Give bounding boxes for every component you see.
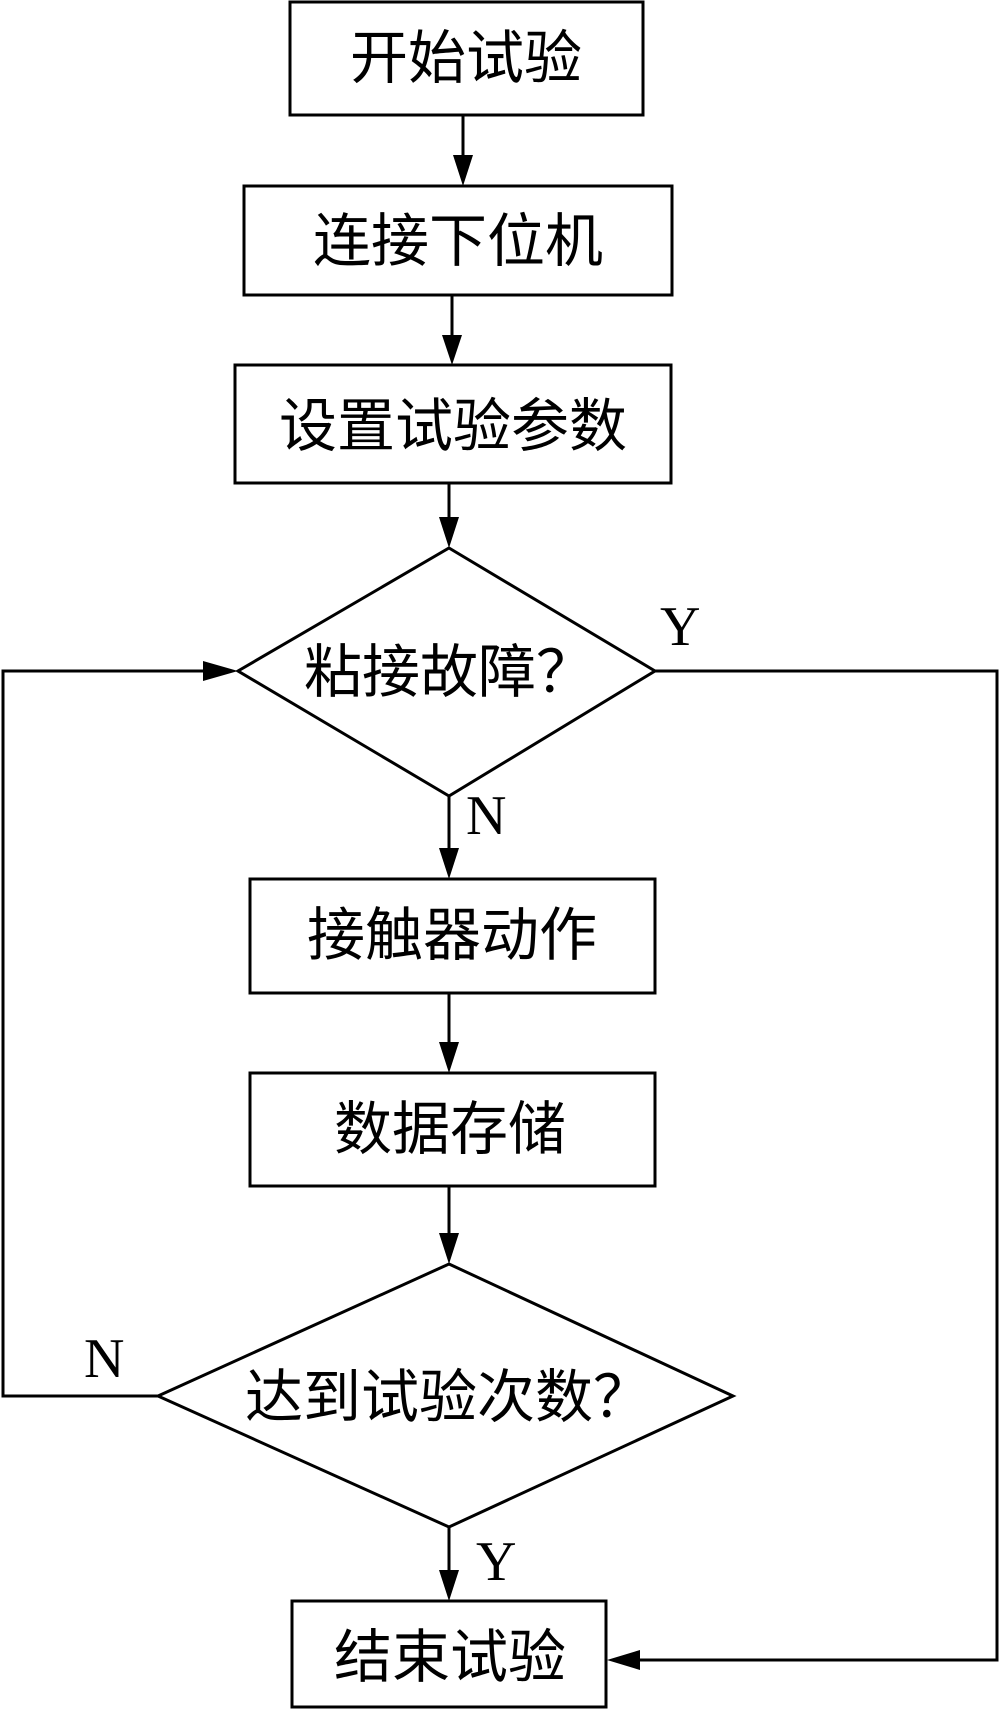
arrowhead-icon — [442, 335, 462, 365]
edge-action-store — [439, 993, 459, 1073]
arrowhead-icon — [453, 155, 473, 186]
node-store-label: 数据存储 — [334, 1095, 566, 1163]
edge-count-fault-label: N — [84, 1328, 124, 1390]
node-action-box — [248, 877, 657, 995]
edge-store-count — [439, 1186, 459, 1264]
arrowhead-icon — [439, 1570, 459, 1601]
edge-params-fault — [439, 483, 459, 548]
node-end-label: 结束试验 — [334, 1623, 566, 1691]
node-start-box — [288, 0, 645, 117]
node-end-box — [290, 1599, 608, 1709]
arrowhead-icon — [439, 1233, 459, 1264]
node-params-box — [233, 363, 673, 485]
node-fault-label: 粘接故障？ — [304, 638, 594, 706]
node-params-label: 设置试验参数 — [279, 392, 627, 460]
arrowhead-icon — [203, 661, 238, 681]
node-count-label: 达到试验次数？ — [245, 1363, 651, 1431]
arrowhead-icon — [439, 517, 459, 548]
edge-fault-action — [439, 796, 459, 879]
arrowhead-icon — [607, 1650, 640, 1670]
edge-start-connect — [453, 115, 473, 186]
node-store-box — [248, 1071, 657, 1188]
edge-fault-action-label: N — [466, 785, 506, 847]
edge-count-end-label: Y — [476, 1531, 516, 1593]
edge-fault-end — [607, 669, 999, 1670]
edge-count-fault — [1, 661, 238, 1398]
arrowhead-icon — [439, 848, 459, 879]
edge-count-end — [439, 1527, 459, 1601]
edge-connect-params — [442, 295, 462, 365]
node-connect-label: 连接下位机 — [313, 207, 603, 275]
node-start-label: 开始试验 — [350, 24, 582, 92]
node-connect-box — [242, 184, 674, 297]
node-action-label: 接触器动作 — [307, 901, 597, 969]
edge-fault-end-label: Y — [660, 596, 700, 658]
arrowhead-icon — [439, 1042, 459, 1073]
